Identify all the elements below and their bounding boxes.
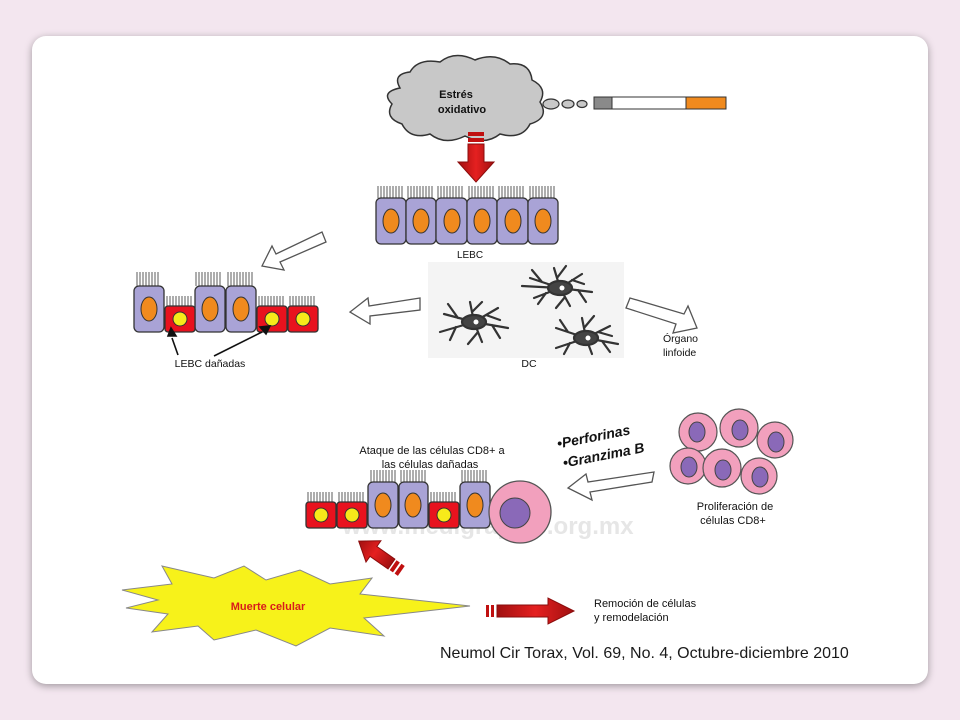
proliferation-label-line2: células CD8+ [700,515,766,527]
cytotoxic-molecules: •Perforinas •Granzima B [556,422,646,471]
hollow-arrow-from-dc [348,296,421,326]
dc-label: DC [521,358,537,370]
attack-label-line1: Ataque de las células CD8+ a [359,445,505,457]
attack-label-line2: las células dañadas [382,459,479,471]
removal-label-line2: y remodelación [594,612,669,624]
down-arrow-icon [456,132,496,183]
hollow-arrow-to-organ [625,297,698,334]
healthy-epithelium: LEBC [375,186,559,261]
healthy-cells-label: LEBC [457,250,483,261]
attacked-epithelium [305,470,552,544]
citation-caption: Neumol Cir Torax, Vol. 69, No. 4, Octubr… [440,645,849,662]
hollow-arrow-from-cd8 [566,471,655,502]
hollow-arrow-to-damaged [261,231,327,271]
damaged-epithelium: LEBC dañadas [133,272,319,370]
cigarette-icon [593,96,727,110]
removal-label-line1: Remoción de células [594,598,697,610]
cloud-label-line1: Estrés [439,89,473,101]
cloud-label-line2: oxidativo [438,104,487,116]
damaged-cells-label: LEBC dañadas [175,358,246,370]
cell-death-starburst: Muerte celular [121,565,471,647]
organ-label-line2: linfoide [663,347,696,359]
organ-label-line1: Órgano [663,332,698,345]
cd8-cell-cluster [669,408,794,495]
diagonal-red-arrow-icon [358,540,405,576]
oxidative-stress-cloud: Estrés oxidativo [386,54,588,142]
dendritic-cells: DC [428,262,624,370]
hollow-arrows [261,231,698,502]
proliferation-label-line1: Proliferación de [697,501,773,513]
right-red-arrow-icon [486,597,576,625]
cell-death-label: Muerte celular [231,601,306,613]
